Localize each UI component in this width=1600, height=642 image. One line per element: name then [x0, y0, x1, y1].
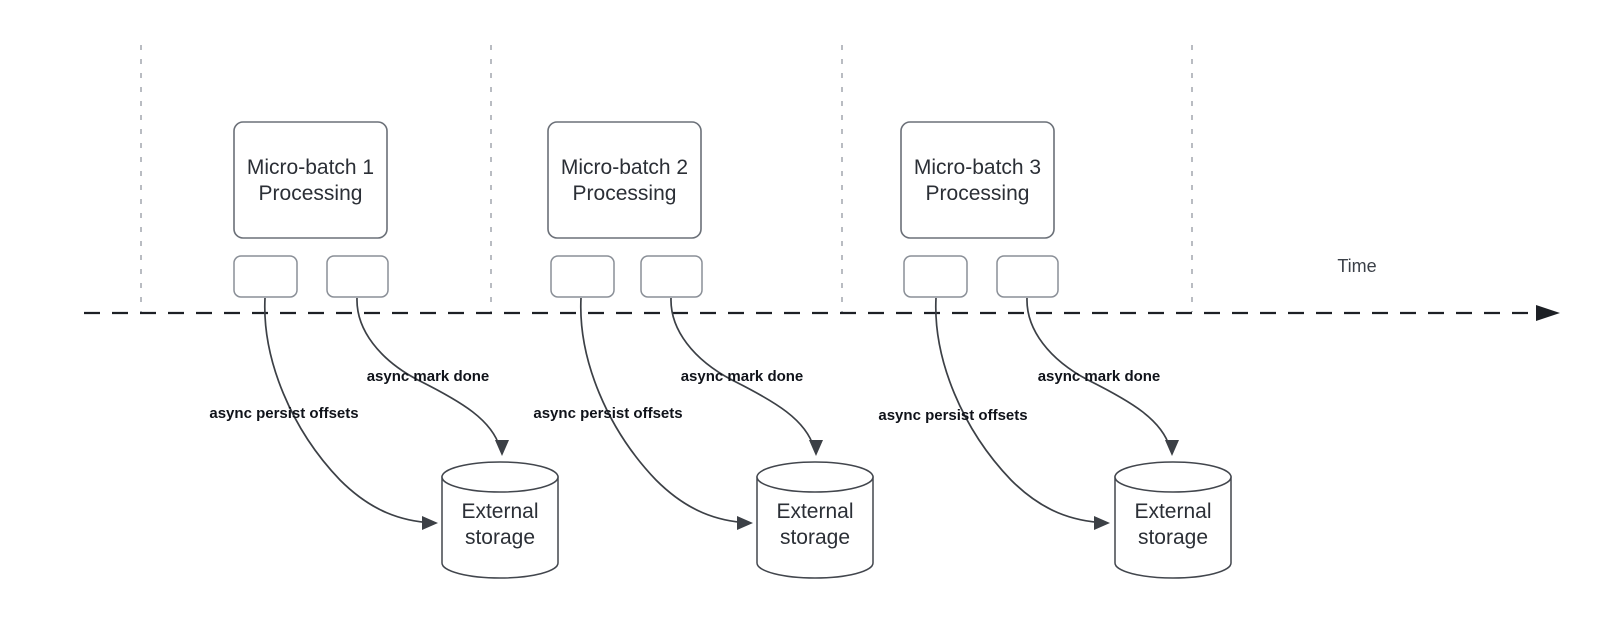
external-storage-subtitle: storage [780, 526, 850, 549]
time-axis: Time [84, 256, 1560, 321]
micro-batch-title: Micro-batch 2 [561, 156, 688, 179]
micro-batch-box[interactable] [900, 121, 1055, 239]
edge-mark-done-1 [356, 297, 501, 449]
edge-persist-offsets-3-arrowhead-icon [1094, 516, 1110, 530]
task-box-mark-2[interactable] [640, 255, 703, 298]
task-box-mark-1[interactable] [326, 255, 389, 298]
edge-persist-offsets-3 [934, 297, 1106, 524]
micro-batch-title: Micro-batch 3 [914, 156, 1041, 179]
external-storage-title: External [776, 500, 853, 523]
external-storage-cylinder-body[interactable] [756, 476, 874, 579]
external-storage-cylinder-body[interactable] [1114, 476, 1232, 579]
external-storage-title: External [461, 500, 538, 523]
edge-mark-done-3 [1026, 297, 1171, 449]
task-box-persist-3[interactable] [903, 255, 968, 298]
edge-persist-offsets-2 [579, 297, 749, 524]
edge-mark-done-2 [670, 297, 815, 449]
task-box-persist-2[interactable] [550, 255, 615, 298]
task-box-persist-1[interactable] [233, 255, 298, 298]
external-storage-cylinder-top [1114, 461, 1232, 493]
edge-mark-done-3-label: async mark done [1038, 368, 1161, 385]
batch-boundaries [140, 45, 1193, 312]
micro-batch-box[interactable] [233, 121, 388, 239]
edge-mark-done-1-label: async mark done [367, 368, 490, 385]
edge-mark-done-1-arrowhead-icon [495, 440, 509, 456]
micro-batch-subtitle: Processing [259, 182, 363, 205]
micro-batch-box[interactable] [547, 121, 702, 239]
micro-batch-subtitle: Processing [926, 182, 1030, 205]
edge-persist-offsets-2-label: async persist offsets [533, 405, 682, 422]
edge-mark-done-2-arrowhead-icon [809, 440, 823, 456]
time-axis-arrowhead-icon [1536, 305, 1560, 321]
edge-persist-offsets-2-arrowhead-icon [737, 516, 753, 530]
task-box-mark-3[interactable] [996, 255, 1059, 298]
edge-persist-offsets-1-label: async persist offsets [209, 405, 358, 422]
edge-mark-done-3-arrowhead-icon [1165, 440, 1179, 456]
edge-mark-done-2-label: async mark done [681, 368, 804, 385]
edge-persist-offsets-1-arrowhead-icon [422, 516, 438, 530]
time-axis-label: Time [1337, 256, 1376, 276]
external-storage-title: External [1134, 500, 1211, 523]
external-storage-subtitle: storage [1138, 526, 1208, 549]
micro-batch-title: Micro-batch 1 [247, 156, 374, 179]
micro-batch-subtitle: Processing [573, 182, 677, 205]
edge-persist-offsets-3-label: async persist offsets [878, 407, 1027, 424]
external-storage-cylinder-top [756, 461, 874, 493]
external-storage-cylinder-body[interactable] [441, 476, 559, 579]
edge-persist-offsets-1 [263, 297, 433, 524]
external-storage-cylinder-top [441, 461, 559, 493]
external-storage-subtitle: storage [465, 526, 535, 549]
